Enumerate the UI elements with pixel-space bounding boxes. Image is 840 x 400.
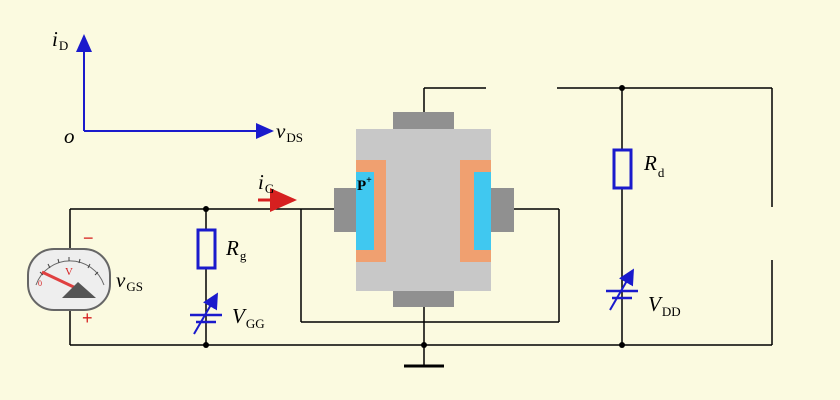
voltmeter-zero: 0: [38, 279, 42, 288]
gate-terminal-right: [491, 188, 514, 232]
rg-label: Rg: [225, 236, 247, 263]
voltmeter-symbol: V: [65, 266, 73, 278]
gate-terminal-left: [334, 188, 357, 232]
junction-dots: [203, 85, 625, 348]
resistor-rd: Rd: [612, 148, 665, 190]
depletion-right: [474, 172, 491, 250]
battery-vgg: VGG: [190, 292, 265, 335]
source-terminal: [393, 291, 454, 307]
y-axis-label: iD: [52, 27, 68, 53]
drain-terminal: [393, 112, 454, 129]
p-region-label: P+: [357, 175, 372, 194]
resistor-rg: Rg: [196, 228, 247, 270]
jfet-device: P+: [334, 112, 514, 307]
gate-current-label: iG: [258, 170, 274, 196]
gate-current-arrow: iG: [258, 170, 297, 212]
battery-vdd: VDD: [606, 268, 681, 319]
vgg-label: VGG: [232, 304, 265, 331]
rd-label: Rd: [643, 151, 665, 180]
voltmeter-plus: +: [82, 308, 93, 328]
vdd-label: VDD: [648, 292, 681, 319]
voltmeter: V 0: [27, 248, 111, 311]
vgs-label: vGS: [116, 268, 143, 294]
characteristic-axes: iD vDS o: [52, 27, 303, 148]
origin-label: o: [64, 124, 75, 148]
voltmeter-minus: −: [83, 228, 94, 248]
depletion-left: [356, 172, 374, 250]
x-axis-label: vDS: [276, 119, 303, 145]
